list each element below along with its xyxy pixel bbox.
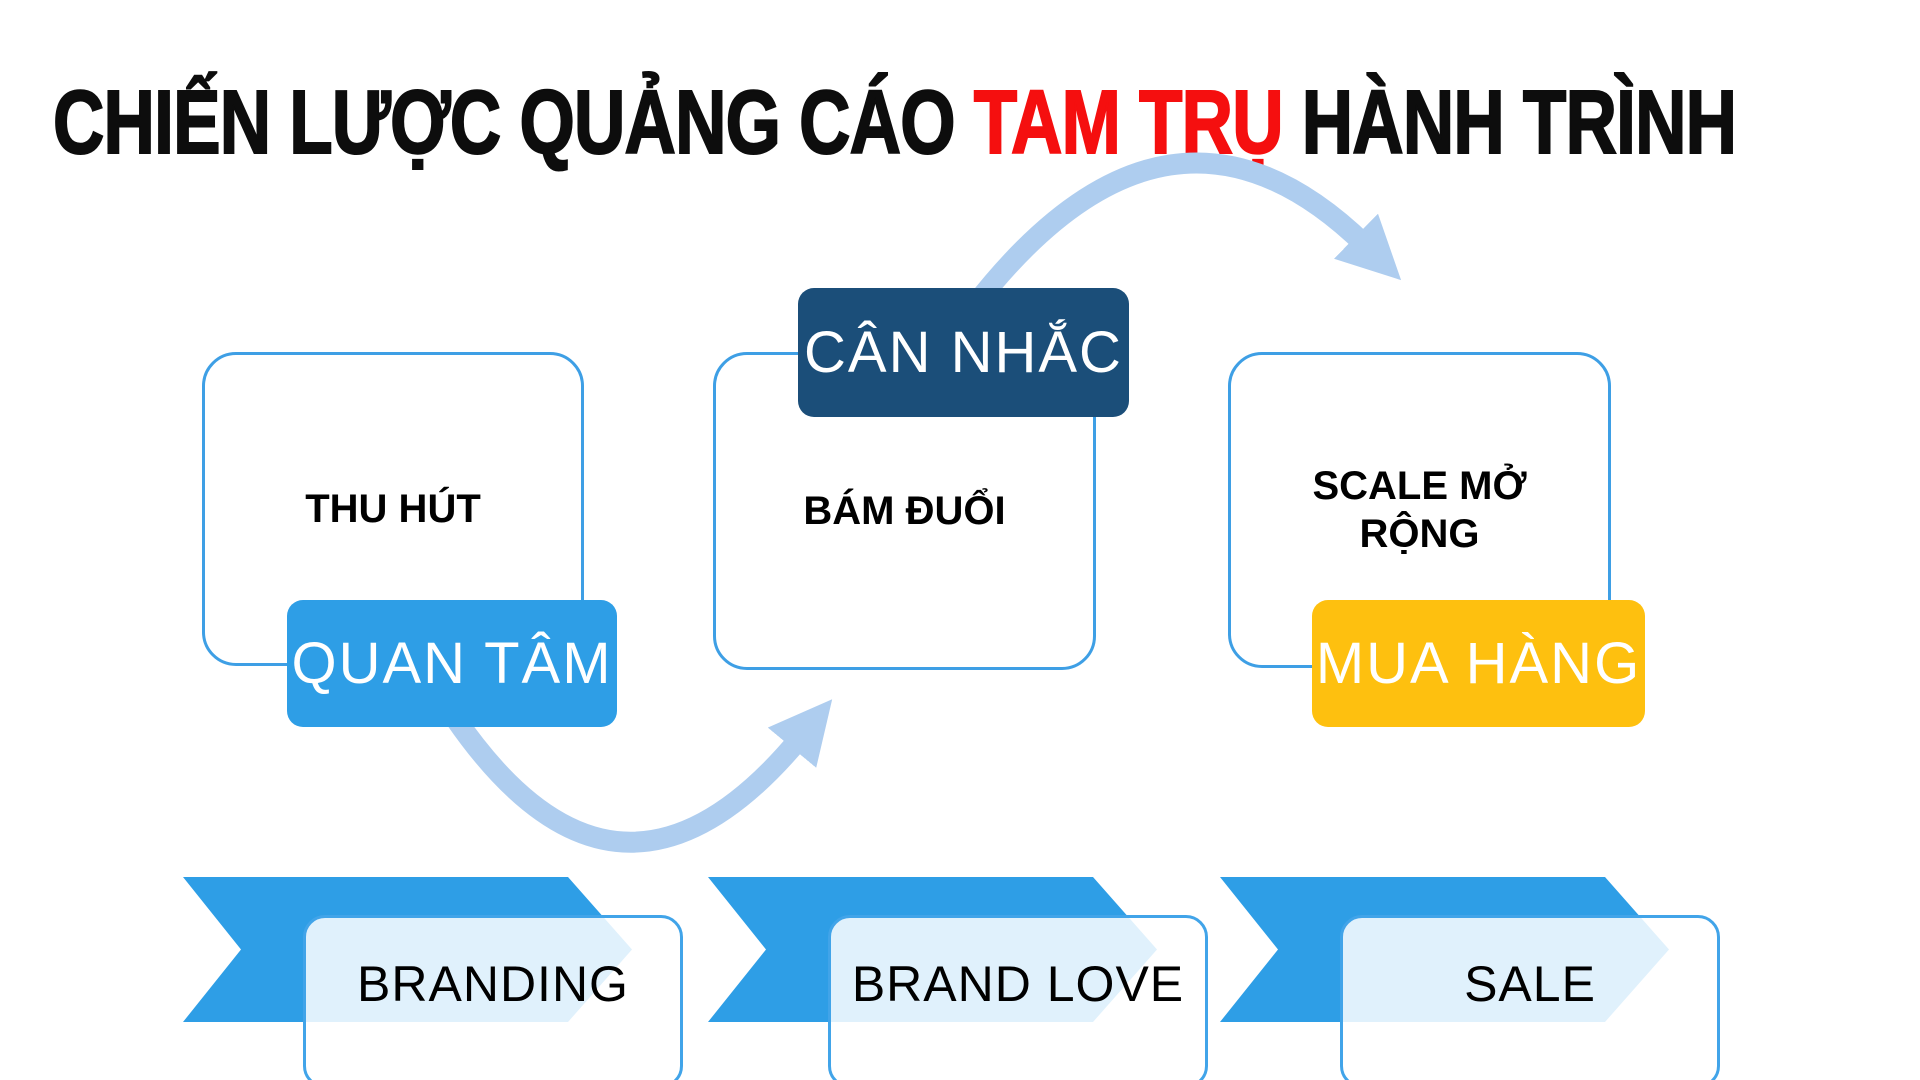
- banner-card-brand-love: BRAND LOVE: [828, 915, 1208, 1080]
- stage-label: SCALE MỞ RỘNG: [1312, 464, 1527, 556]
- tag-can-nhac: CÂN NHẮC: [798, 288, 1129, 417]
- stage-label: THU HÚT: [305, 487, 481, 531]
- stage-frame-scale-mo-rong: SCALE MỞ RỘNG: [1228, 352, 1611, 668]
- stage-label: BÁM ĐUỔI: [803, 489, 1006, 533]
- title-suffix: HÀNH TRÌNH: [1282, 73, 1738, 174]
- title-highlight-tam-tru: TAM TRỤ: [973, 73, 1284, 174]
- banner-label: SALE: [1464, 955, 1596, 1012]
- tag-mua-hang: MUA HÀNG: [1312, 600, 1645, 727]
- banner-label: BRAND LOVE: [851, 955, 1185, 1012]
- banner-card-sale: SALE: [1340, 915, 1720, 1080]
- tag-quan-tam: QUAN TÂM: [287, 600, 617, 727]
- banner-label: BRANDING: [357, 955, 629, 1012]
- arrow-consideration-to-scale-icon: [966, 152, 1402, 312]
- title-prefix: CHIẾN LƯỢC QUẢNG CÁO: [52, 73, 974, 174]
- arrow-interest-to-consideration-icon: [446, 699, 833, 853]
- banner-card-branding: BRANDING: [303, 915, 683, 1080]
- slide-title: CHIẾN LƯỢC QUẢNG CÁO TAM TRỤ HÀNH TRÌNH: [52, 73, 1738, 174]
- stage-frame-thu-hut: THU HÚT: [202, 352, 584, 666]
